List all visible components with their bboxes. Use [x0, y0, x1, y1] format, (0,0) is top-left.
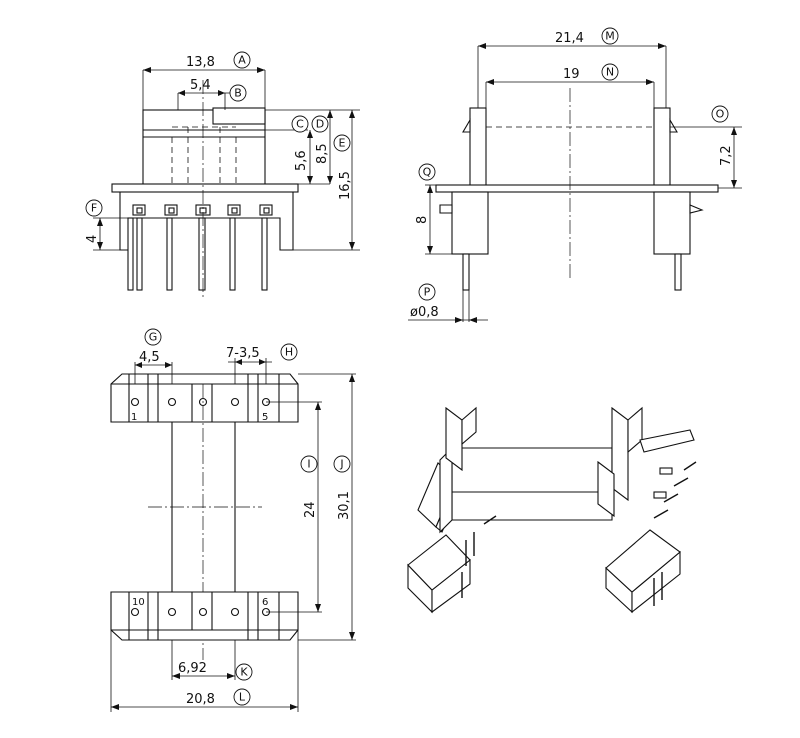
- dim-flange-height: 7,2: [719, 145, 734, 166]
- callout-c: C: [296, 118, 304, 131]
- side-view: 21,4 M 19 N 7,2 O 8 Q ø0: [408, 27, 742, 323]
- callout-m: M: [605, 30, 615, 43]
- pin-number-10: 10: [132, 597, 145, 608]
- dim-center-spacing: 6,92: [178, 661, 207, 676]
- dim-row-spacing: 24: [303, 501, 318, 518]
- callout-q: Q: [423, 166, 432, 179]
- callout-h: H: [285, 346, 293, 359]
- dim-side-inner: 19: [563, 67, 580, 82]
- dim-pin-pitch: 4,5: [139, 350, 160, 365]
- isometric-view: [407, 406, 697, 614]
- bottom-view: 1 5 10 6 4,5 G: [110, 328, 356, 712]
- callout-o: O: [716, 108, 725, 121]
- dim-inner-height: 5,6: [294, 150, 309, 171]
- callout-l: L: [239, 691, 246, 704]
- dim-pin-spacing: 7-3,5: [226, 346, 260, 361]
- callout-a: A: [238, 54, 246, 67]
- callout-j: J: [339, 458, 343, 471]
- dim-side-overall: 21,4: [555, 31, 584, 46]
- callout-e: E: [339, 137, 346, 150]
- pin-number-5: 5: [262, 412, 268, 423]
- callout-b: B: [234, 87, 242, 100]
- dim-overall-height: 16,5: [338, 171, 353, 200]
- dim-center-width: 5,4: [190, 78, 211, 93]
- dim-pin-length: 4: [85, 235, 100, 243]
- pin-number-1: 1: [131, 412, 137, 423]
- pin-number-6: 6: [262, 597, 268, 608]
- callout-i: I: [307, 458, 310, 471]
- front-view: 13,8 5,4 5,6 8,5 16,5 4: [85, 51, 360, 300]
- dim-pin-diameter: ø0,8: [410, 305, 439, 320]
- callout-n: N: [606, 66, 614, 79]
- callout-k: K: [240, 666, 248, 679]
- dim-base-height: 8: [415, 216, 430, 224]
- dim-front-width: 13,8: [186, 55, 215, 70]
- dim-bottom-width: 20,8: [186, 692, 215, 707]
- callout-d: D: [316, 118, 324, 131]
- dim-overall-length: 30,1: [337, 491, 352, 520]
- dim-core-height: 8,5: [315, 143, 330, 164]
- callout-f: F: [91, 202, 97, 215]
- callout-p: P: [424, 286, 431, 299]
- callout-g: G: [149, 331, 158, 344]
